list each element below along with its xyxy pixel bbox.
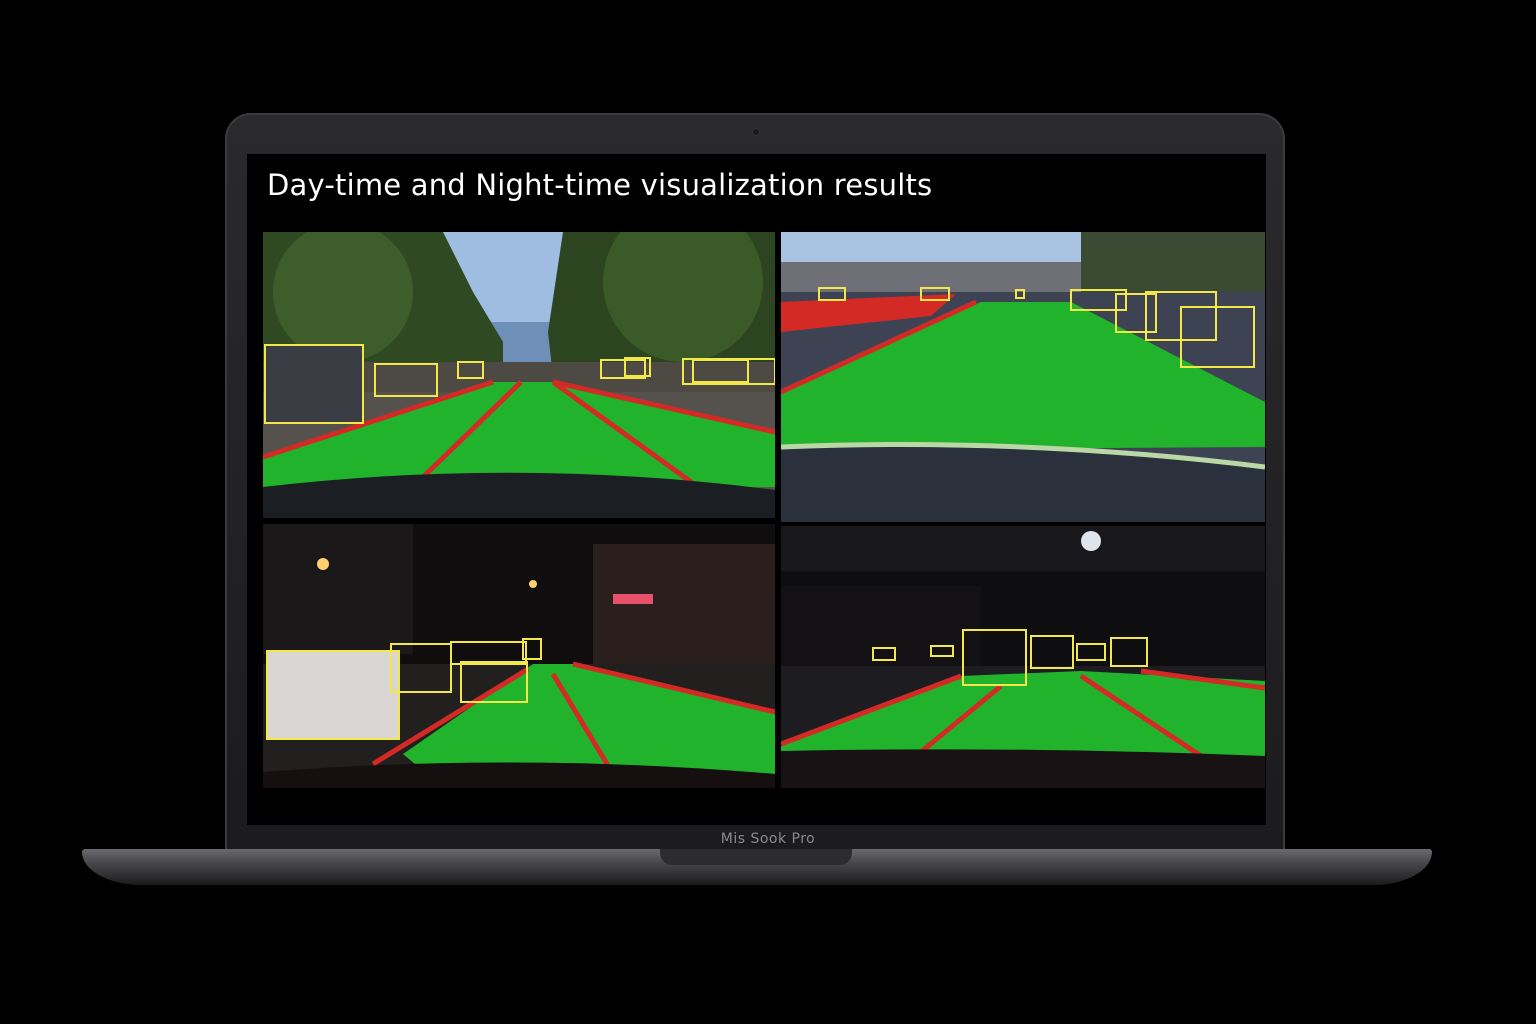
laptop-screen: Day-time and Night-time visualization re… — [247, 154, 1266, 825]
night-visualization-right — [781, 526, 1265, 788]
drivable-area — [263, 382, 775, 490]
detection-boxes — [264, 344, 775, 424]
day-scene-right — [781, 232, 1265, 522]
laptop-brand-label: Mis Sook Pro — [720, 831, 816, 847]
day-visualization-right — [781, 232, 1265, 522]
lane-lines — [781, 299, 978, 395]
night-scene-right — [781, 526, 1265, 788]
curb-area — [781, 294, 956, 332]
detection-boxes — [872, 629, 1148, 686]
drivable-area — [403, 664, 775, 784]
detection-boxes — [266, 638, 542, 740]
lane-lines — [371, 661, 775, 776]
night-scene-left — [263, 524, 775, 788]
night-visualization-left — [263, 524, 775, 788]
detection-boxes — [818, 287, 1255, 368]
lane-lines — [263, 379, 775, 490]
drivable-area — [781, 302, 1265, 450]
webcam — [753, 129, 759, 135]
day-visualization-left — [263, 232, 775, 518]
day-scene-left — [263, 232, 775, 518]
drivable-area — [781, 671, 1265, 756]
slide-title: Day-time and Night-time visualization re… — [267, 168, 933, 202]
laptop-lid-notch — [660, 849, 852, 865]
lane-lines — [781, 668, 1265, 759]
